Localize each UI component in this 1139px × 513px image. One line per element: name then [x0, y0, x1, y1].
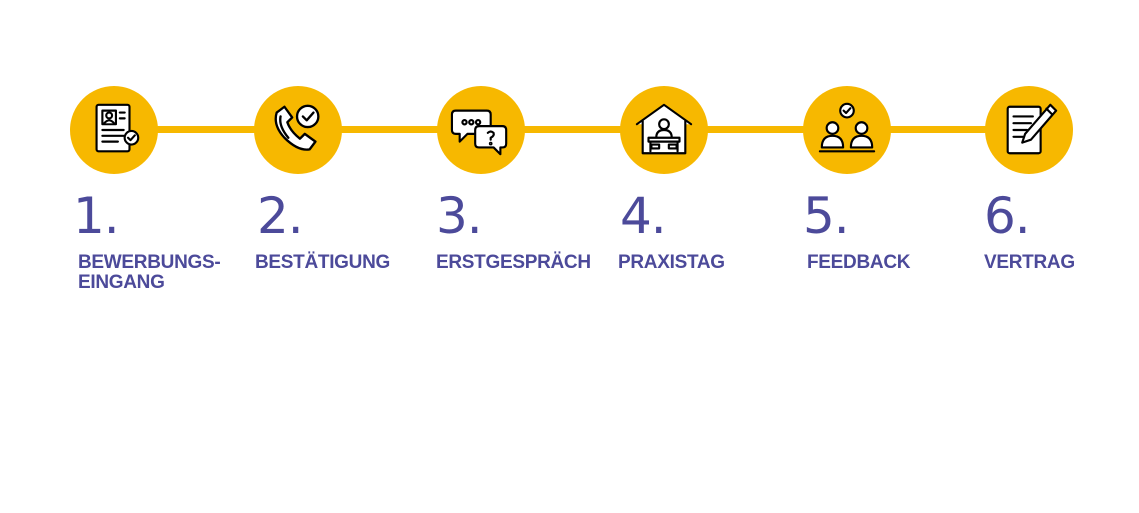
- process-step-4: 4. PRAXISTAG: [618, 0, 810, 320]
- step-2-label: BESTÄTIGUNG: [255, 253, 390, 273]
- application-document-icon: [95, 103, 140, 153]
- office-workplace-icon: [635, 103, 693, 155]
- step-5-circle: [803, 86, 891, 174]
- step-2-number: 2.: [257, 187, 304, 245]
- process-step-6: 6. VERTRAG: [984, 0, 1139, 320]
- step-6-circle: [985, 86, 1073, 174]
- step-1-label-line-1: BEWERBUNGS-: [78, 252, 221, 273]
- timeline-connector-line: [114, 126, 1030, 133]
- step-6-label: VERTRAG: [984, 253, 1075, 273]
- step-1-label: BEWERBUNGS- EINGANG: [78, 252, 221, 293]
- process-step-3: 3. ERSTGESPRÄCH: [436, 0, 627, 320]
- step-4-circle: [620, 86, 708, 174]
- process-step-1: 1. BEWERBUNGS- EINGANG: [70, 0, 260, 320]
- step-5-label-line-1: FEEDBACK: [807, 252, 911, 273]
- step-1-circle: [70, 86, 158, 174]
- step-3-circle: [437, 86, 525, 174]
- step-3-label-line-1: ERSTGESPRÄCH: [436, 252, 591, 273]
- contract-pen-icon: [1006, 103, 1058, 155]
- step-5-number: 5.: [803, 187, 850, 245]
- process-step-2: 2. BESTÄTIGUNG: [254, 0, 444, 320]
- step-3-label: ERSTGESPRÄCH: [436, 253, 591, 273]
- process-step-5: 5. FEEDBACK: [803, 0, 993, 320]
- step-1-label-line-2: EINGANG: [78, 272, 165, 293]
- people-feedback-icon: [818, 102, 876, 153]
- step-1-number: 1.: [73, 187, 120, 245]
- step-5-label: FEEDBACK: [807, 253, 910, 273]
- step-6-number: 6.: [984, 187, 1031, 245]
- step-2-circle: [254, 86, 342, 174]
- step-4-number: 4.: [620, 187, 667, 245]
- step-3-number: 3.: [436, 187, 483, 245]
- step-2-label-line-1: BESTÄTIGUNG: [255, 252, 390, 273]
- chat-bubbles-icon: [450, 109, 508, 156]
- step-6-label-line-1: VERTRAG: [984, 252, 1075, 273]
- step-4-label: PRAXISTAG: [618, 253, 725, 273]
- step-4-label-line-1: PRAXISTAG: [618, 252, 725, 273]
- phone-check-icon: [274, 104, 320, 151]
